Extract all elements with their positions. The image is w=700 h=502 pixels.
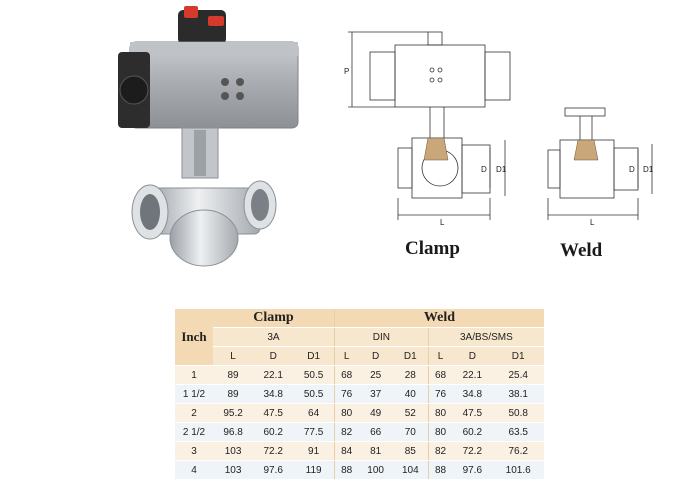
inch-cell: 2 1/2 <box>175 422 213 442</box>
table-cell: 76 <box>333 384 359 404</box>
table-cell: 22.1 <box>253 365 294 385</box>
table-cell: 68 <box>427 365 453 385</box>
column-header: D <box>253 346 294 366</box>
table-cell: 47.5 <box>452 403 493 423</box>
dim-label-d-weld: D <box>629 165 635 174</box>
caption-clamp: Clamp <box>405 238 460 259</box>
dim-label-d1-clamp: D1 <box>496 165 507 174</box>
table-cell: 88 <box>427 460 453 480</box>
table-cell: 103 <box>213 460 254 480</box>
column-header: D <box>358 346 393 366</box>
dim-label-d1-weld: D1 <box>643 165 654 174</box>
table-cell: 50.8 <box>492 403 544 423</box>
dim-label-p: P <box>344 67 349 76</box>
table-cell: 25.4 <box>492 365 544 385</box>
table-cell: 80 <box>427 403 453 423</box>
table-cell: 80 <box>333 403 359 423</box>
inch-cell: 2 <box>175 403 213 423</box>
dim-label-l-weld: L <box>590 218 595 227</box>
column-header: D <box>452 346 493 366</box>
table-cell: 97.6 <box>253 460 294 480</box>
table-cell: 119 <box>293 460 335 480</box>
table-cell: 96.8 <box>213 422 254 442</box>
table-cell: 22.1 <box>452 365 493 385</box>
table-cell: 82 <box>427 441 453 461</box>
table-cell: 47.5 <box>253 403 294 423</box>
table-cell: 77.5 <box>293 422 335 442</box>
dimension-drawing: P D D1 L D D1 L <box>344 31 654 227</box>
table-cell: 72.2 <box>452 441 493 461</box>
column-header: D1 <box>392 346 429 366</box>
column-header: L <box>333 346 359 366</box>
table-cell: 81 <box>358 441 393 461</box>
table-cell: 50.5 <box>293 384 335 404</box>
table-cell: 68 <box>333 365 359 385</box>
table-cell: 104 <box>392 460 429 480</box>
table-cell: 95.2 <box>213 403 254 423</box>
table-cell: 60.2 <box>452 422 493 442</box>
table-cell: 37 <box>358 384 393 404</box>
table-cell: 40 <box>392 384 429 404</box>
table-cell: 34.8 <box>452 384 493 404</box>
table-cell: 34.8 <box>253 384 294 404</box>
table-cell: 25 <box>358 365 393 385</box>
standard-3a-bs-sms: 3A/BS/SMS <box>427 327 544 347</box>
column-header: D1 <box>492 346 544 366</box>
column-header: L <box>213 346 254 366</box>
table-cell: 85 <box>392 441 429 461</box>
dim-label-l-clamp: L <box>440 218 445 227</box>
inch-header: Inch <box>175 309 213 366</box>
table-cell: 28 <box>392 365 429 385</box>
table-cell: 50.5 <box>293 365 335 385</box>
table-cell: 70 <box>392 422 429 442</box>
dim-label-d-clamp: D <box>481 165 487 174</box>
table-cell: 91 <box>293 441 335 461</box>
table-cell: 100 <box>358 460 393 480</box>
table-cell: 52 <box>392 403 429 423</box>
table-cell: 63.5 <box>492 422 544 442</box>
inch-cell: 1 1/2 <box>175 384 213 404</box>
valve-photo <box>118 6 299 267</box>
table-cell: 64 <box>293 403 335 423</box>
table-cell: 76.2 <box>492 441 544 461</box>
table-cell: 49 <box>358 403 393 423</box>
table-cell: 89 <box>213 384 254 404</box>
table-cell: 76 <box>427 384 453 404</box>
standard-din: DIN <box>333 327 429 347</box>
table-cell: 82 <box>333 422 359 442</box>
weld-group-header: Weld <box>333 309 544 328</box>
table-cell: 84 <box>333 441 359 461</box>
inch-cell: 4 <box>175 460 213 480</box>
table-cell: 66 <box>358 422 393 442</box>
inch-cell: 3 <box>175 441 213 461</box>
column-header: L <box>427 346 453 366</box>
table-cell: 88 <box>333 460 359 480</box>
table-cell: 80 <box>427 422 453 442</box>
table-cell: 97.6 <box>452 460 493 480</box>
table-cell: 38.1 <box>492 384 544 404</box>
clamp-group-header: Clamp <box>213 309 335 328</box>
table-cell: 101.6 <box>492 460 544 480</box>
standard-clamp-3a: 3A <box>213 327 335 347</box>
table-cell: 103 <box>213 441 254 461</box>
inch-cell: 1 <box>175 365 213 385</box>
table-cell: 60.2 <box>253 422 294 442</box>
caption-weld: Weld <box>560 240 603 261</box>
table-cell: 89 <box>213 365 254 385</box>
column-header: D1 <box>293 346 335 366</box>
table-cell: 72.2 <box>253 441 294 461</box>
